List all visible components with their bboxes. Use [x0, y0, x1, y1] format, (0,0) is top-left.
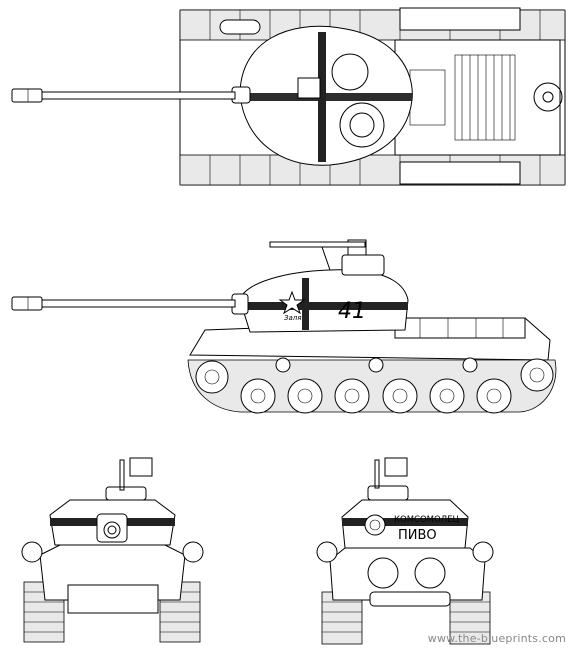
side-view [11, 239, 557, 414]
tactical-number: 41 [338, 299, 366, 324]
turret-slogan-line2: ПИВО [398, 528, 437, 543]
turret-slogan-line1: КОМСОМОЛЕЦ [394, 515, 459, 525]
watermark[interactable]: www.the-blueprints.com [427, 632, 566, 645]
top-view [11, 7, 566, 186]
rear-view [316, 457, 494, 645]
front-view [21, 457, 204, 643]
side-script: Заля [284, 314, 301, 322]
